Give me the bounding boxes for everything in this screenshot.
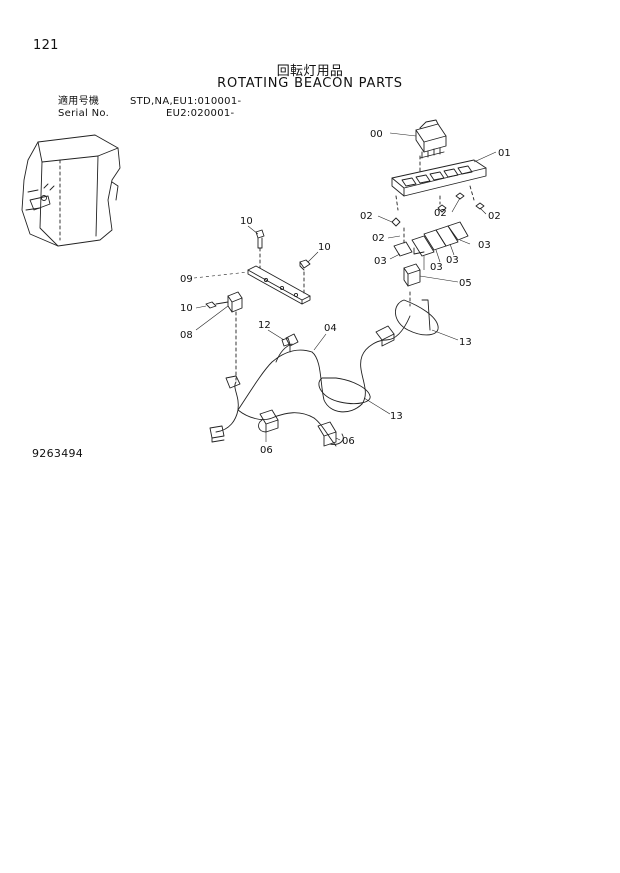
part-01-switch-panel [391, 155, 487, 211]
part-06-clamp-left [258, 409, 279, 433]
part-10-bolt-left [205, 301, 229, 309]
callout-10-a: 10 [240, 216, 253, 227]
callout-06-a: 06 [260, 445, 273, 456]
callout-03-b: 03 [374, 256, 387, 267]
callout-04: 04 [324, 323, 337, 334]
part-05-connector [403, 263, 421, 307]
callout-10-c: 10 [180, 303, 193, 314]
callout-02-a: 02 [360, 211, 373, 222]
part-00-beacon-switch [415, 119, 447, 159]
applicable-serial-block: 適用号機 STD,NA,EU1:010001- Serial No. EU2:020… [58, 96, 241, 120]
callout-02-b: 02 [434, 208, 447, 219]
page-number: 121 [33, 38, 59, 53]
leader-lines [193, 132, 497, 442]
callout-00: 00 [370, 129, 383, 140]
part-08-clip [227, 291, 243, 381]
callout-02-c: 02 [488, 211, 501, 222]
part-04-wire-harness [209, 315, 411, 447]
machine-cab-sketch [21, 134, 121, 247]
callout-08: 08 [180, 330, 193, 341]
title-japanese: 回転灯用品 [276, 64, 344, 79]
part-06-clamp-right [317, 421, 344, 447]
part-09-bracket [247, 265, 311, 305]
part-13-cable-tie-center [318, 377, 371, 405]
callout-01: 01 [498, 148, 511, 159]
part-12-small-component [281, 337, 291, 347]
callout-09: 09 [180, 274, 193, 285]
callout-13-b: 13 [390, 411, 403, 422]
applicable-spec-line1: STD,NA,EU1:010001- [130, 96, 242, 107]
part-02-screws [391, 192, 485, 245]
callout-02-d: 02 [372, 233, 385, 244]
callout-03-c: 03 [430, 262, 443, 273]
callout-labels: 00 01 02 02 02 02 03 03 03 03 05 13 10 1… [180, 129, 511, 456]
callout-03-a: 03 [478, 240, 491, 251]
callout-12: 12 [258, 320, 271, 331]
applicable-spec-line2: EU2:020001- [166, 108, 235, 119]
callout-03-d: 03 [446, 255, 459, 266]
part-10-nut-right [299, 259, 311, 297]
callout-06-b: 06 [342, 436, 355, 447]
part-03-blank-caps [393, 221, 469, 257]
applicable-label-en: Serial No. [58, 108, 110, 119]
callout-13-a: 13 [459, 337, 472, 348]
drawing-number: 9263494 [32, 447, 84, 460]
title-english: ROTATING BEACON PARTS [217, 76, 403, 91]
part-10-bolt-top [255, 229, 265, 269]
applicable-label-jp: 適用号機 [58, 96, 100, 107]
callout-05: 05 [459, 278, 472, 289]
callout-10-b: 10 [318, 242, 331, 253]
part-13-cable-tie-right [395, 299, 439, 336]
